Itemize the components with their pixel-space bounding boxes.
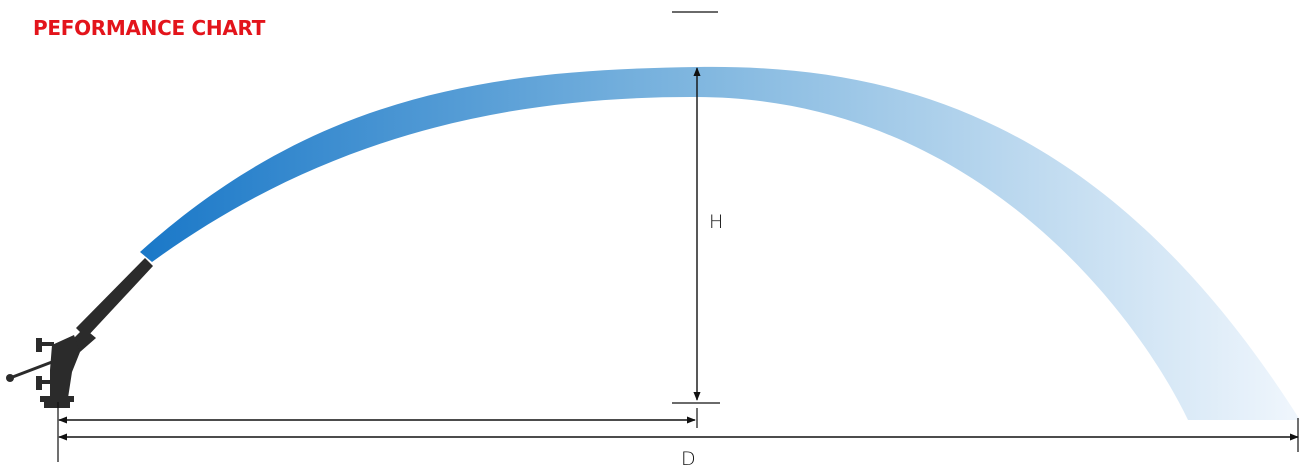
height-label: H xyxy=(709,211,723,233)
water-jet-trajectory xyxy=(140,66,1300,421)
distance-label: D xyxy=(681,448,696,468)
chart-title: PEFORMANCE CHART xyxy=(33,16,266,40)
water-cannon-icon xyxy=(6,258,153,408)
